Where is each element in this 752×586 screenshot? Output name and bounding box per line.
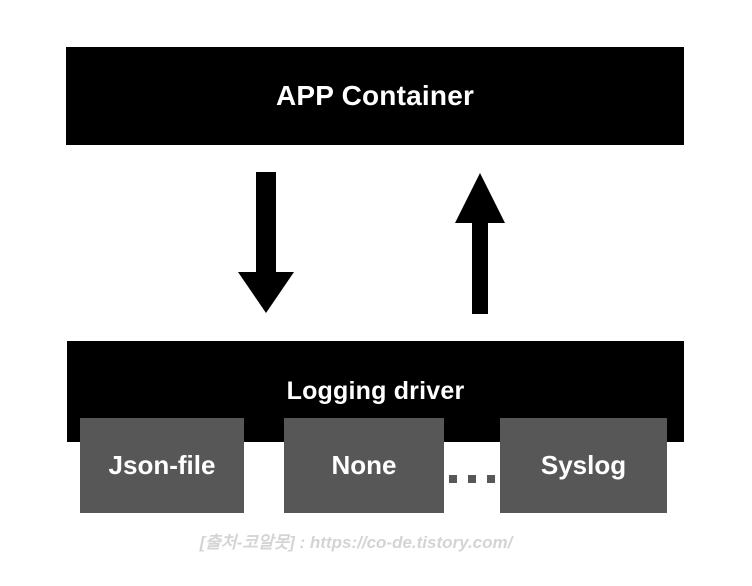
driver-label-syslog: Syslog — [540, 450, 627, 480]
driver-label-json-file: Json-file — [108, 450, 216, 480]
app-container-box: APP Container — [66, 47, 684, 145]
arrow-down-icon — [238, 172, 294, 313]
driver-box-syslog[interactable]: Syslog — [500, 418, 667, 513]
driver-ellipsis-icon — [449, 474, 495, 483]
app-container-label: APP Container — [275, 80, 475, 111]
driver-box-json-file[interactable]: Json-file — [80, 418, 244, 513]
logging-driver-label: Logging driver — [286, 377, 465, 405]
footer-watermark: [출처-코알못] : https://co-de.tistory.com/ — [199, 533, 513, 552]
arrow-up-icon — [455, 173, 505, 314]
ellipsis-dot — [487, 474, 495, 483]
ellipsis-dot — [449, 474, 457, 483]
driver-box-none[interactable]: None — [284, 418, 444, 513]
ellipsis-dot — [468, 474, 476, 483]
driver-label-none: None — [331, 450, 397, 480]
